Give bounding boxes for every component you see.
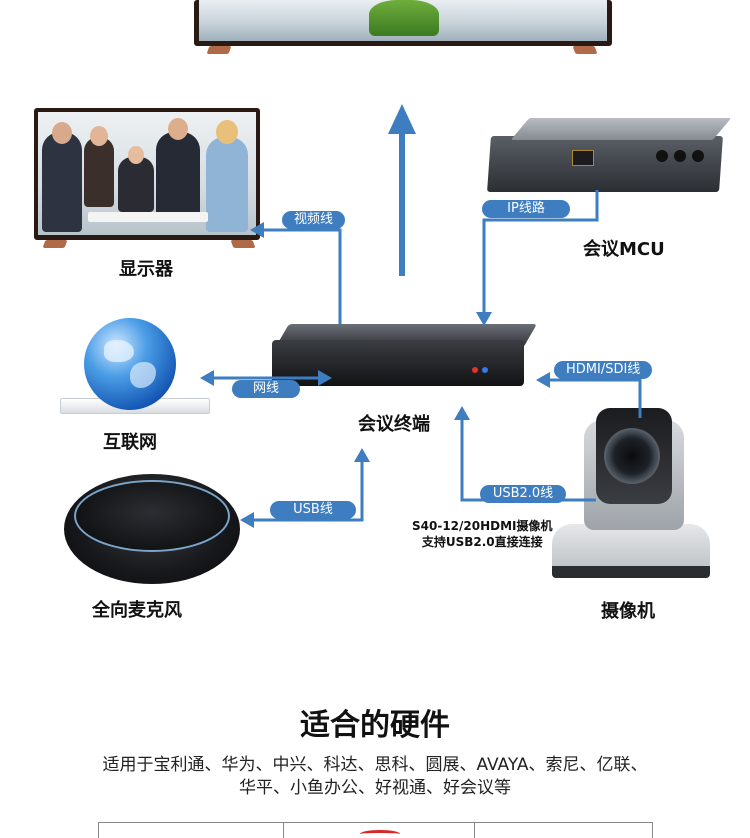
usb-arrowhead-up xyxy=(354,448,370,462)
internet-label: 互联网 xyxy=(103,432,157,453)
usb-arrowhead-left xyxy=(240,512,254,528)
uplink-arrowhead xyxy=(388,104,416,134)
camera-note-line1: S40-12/20HDMI摄像机 xyxy=(412,519,553,533)
ip-line-pill: IP线路 xyxy=(482,200,570,218)
hardware-table-divider xyxy=(474,822,475,838)
ip-line xyxy=(482,190,599,312)
microphone-label: 全向麦克风 xyxy=(92,600,182,621)
usb2-arrowhead xyxy=(454,406,470,420)
brand-logo-fragment xyxy=(360,830,400,838)
camera-label: 摄像机 xyxy=(601,601,655,622)
usb-line xyxy=(252,460,364,522)
usb-pill: USB线 xyxy=(270,501,356,519)
hdmi-sdi-pill: HDMI/SDI线 xyxy=(554,361,653,379)
hardware-table-divider xyxy=(283,822,284,838)
camera-note: S40-12/20HDMI摄像机 支持USB2.0直接连接 xyxy=(412,518,553,550)
terminal-label: 会议终端 xyxy=(358,414,430,435)
display-label: 显示器 xyxy=(119,259,173,280)
hardware-title: 适合的硬件 xyxy=(300,708,450,743)
hdmi-arrowhead xyxy=(536,372,550,388)
hardware-desc-line1: 适用于宝利通、华为、中兴、科达、思科、圆展、AVAYA、索尼、亿联、 xyxy=(102,755,648,775)
network-arrowhead-right xyxy=(318,370,332,386)
ip-arrowhead xyxy=(476,312,492,326)
camera-note-line2: 支持USB2.0直接连接 xyxy=(421,535,543,549)
mcu-label: 会议MCU xyxy=(583,239,665,260)
video-cable-line xyxy=(262,228,342,324)
hardware-desc-line2: 华平、小鱼办公、好视通、好会议等 xyxy=(239,778,511,798)
usb2-pill: USB2.0线 xyxy=(480,485,566,503)
video-arrowhead xyxy=(250,222,264,238)
hardware-table xyxy=(98,822,653,838)
network-cable-pill: 网线 xyxy=(232,380,300,398)
network-arrowhead-left xyxy=(200,370,214,386)
video-cable-pill: 视频线 xyxy=(282,211,346,229)
hdmi-sdi-line xyxy=(548,378,642,418)
